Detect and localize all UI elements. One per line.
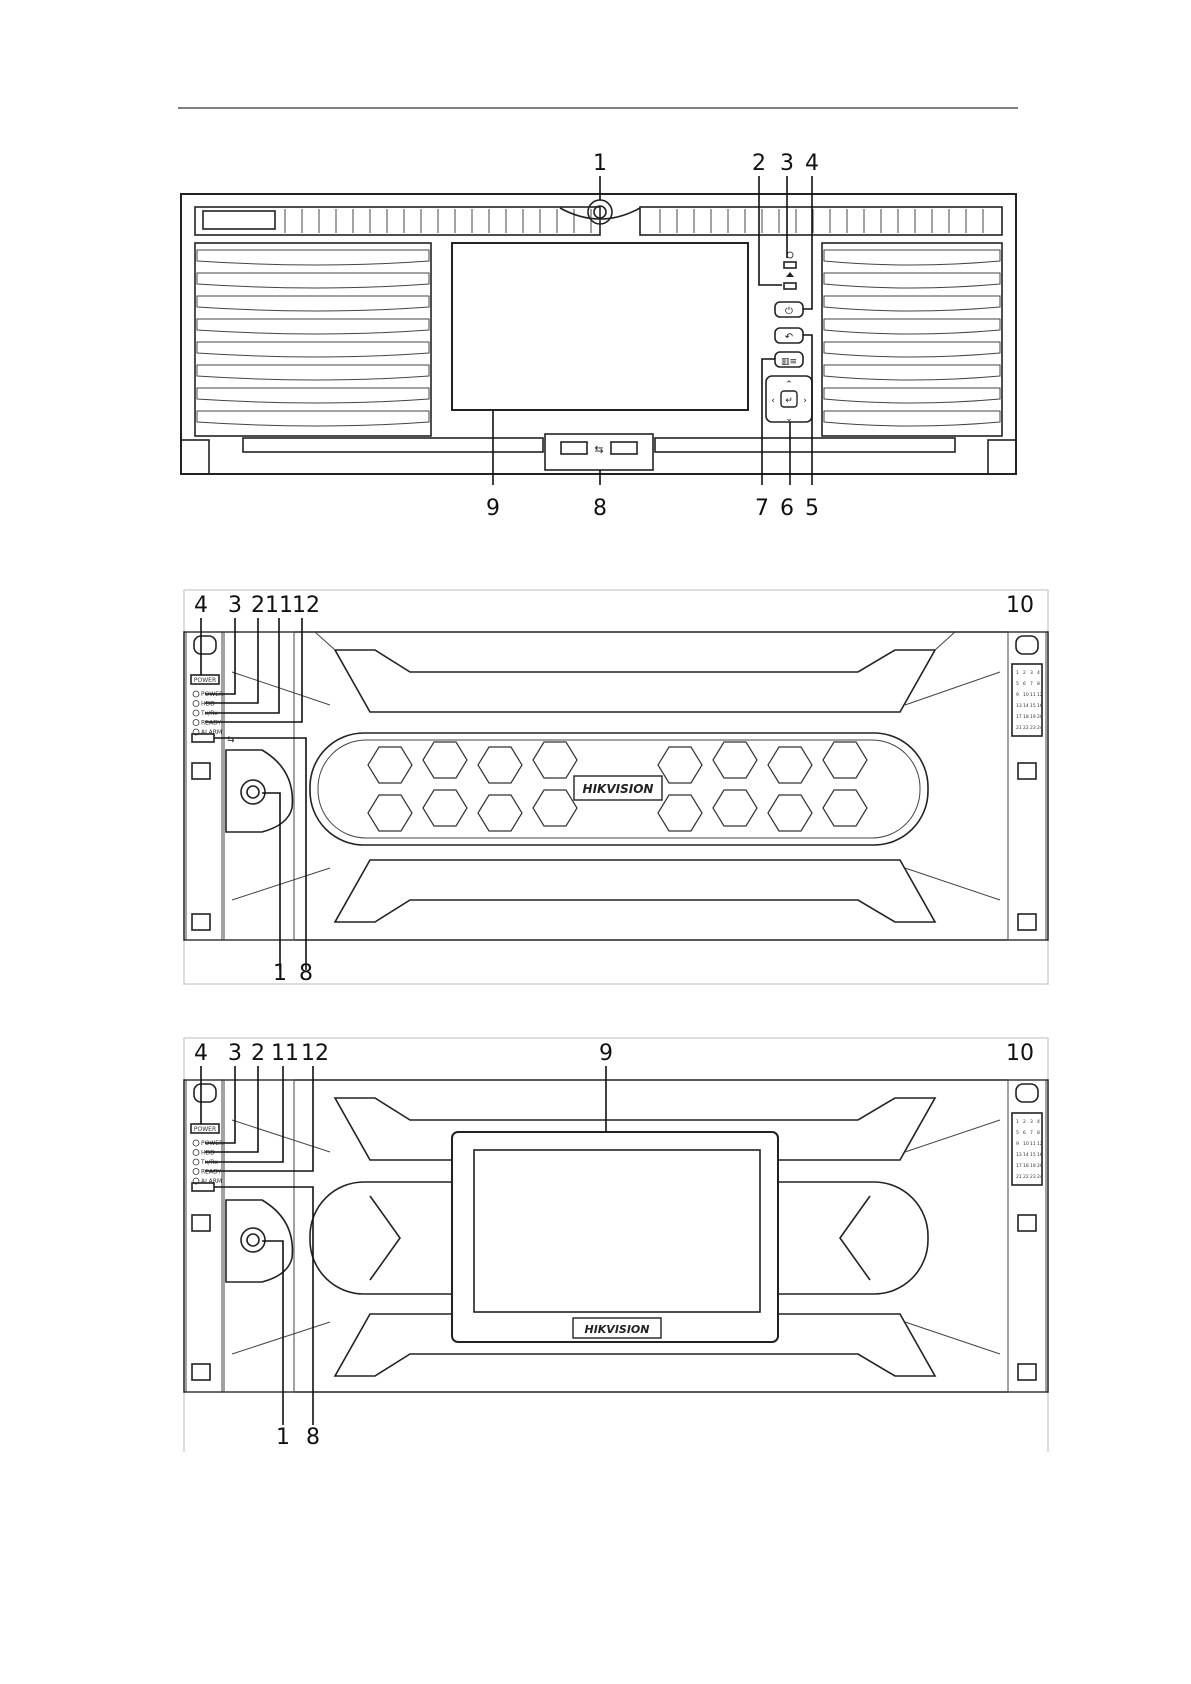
- bay-number: 15: [1030, 703, 1036, 709]
- bay-number: 16: [1037, 703, 1043, 709]
- fig2-callout-2: 2: [251, 593, 265, 618]
- bay-number: 18: [1023, 1163, 1029, 1169]
- fig3-callout-9: 9: [599, 1041, 613, 1066]
- fig2-callout-12: 12: [292, 593, 320, 618]
- bay-number: 17: [1016, 1163, 1022, 1169]
- fig2-power-button-label: POWER: [194, 677, 216, 684]
- bay-number: 20: [1037, 714, 1043, 720]
- figure1-front-panel: ⏻ ↶ ▥≡ ↵ ⌃ ⌄ ‹ › ⇆: [181, 194, 1016, 474]
- bay-number: 24: [1037, 1174, 1043, 1180]
- fig1-down-arrow-icon[interactable]: ⌄: [785, 414, 793, 424]
- bay-number: 14: [1023, 703, 1029, 709]
- fig2-usb-icon: ⇆: [227, 735, 235, 745]
- fig1-usb-icon: ⇆: [594, 443, 603, 456]
- fig1-callout-9: 9: [486, 496, 500, 521]
- bay-number: 19: [1030, 714, 1036, 720]
- bay-number: 4: [1037, 1119, 1040, 1125]
- fig2-callout-3: 3: [228, 593, 242, 618]
- fig3-callout-1: 1: [276, 1425, 290, 1450]
- fig1-callout-5: 5: [805, 496, 819, 521]
- bay-number: 23: [1030, 1174, 1036, 1180]
- bay-number: 11: [1030, 692, 1036, 698]
- bay-number: 19: [1030, 1163, 1036, 1169]
- bay-number: 22: [1023, 725, 1029, 731]
- fig1-up-arrow-icon[interactable]: ⌃: [785, 380, 793, 390]
- bay-number: 7: [1030, 681, 1033, 687]
- fig3-callout-3: 3: [228, 1041, 242, 1066]
- fig1-lcd-screen: [452, 243, 748, 410]
- fig1-callout-7: 7: [755, 496, 769, 521]
- fig1-enter-icon: ↵: [785, 396, 793, 406]
- bay-number: 6: [1023, 681, 1026, 687]
- fig3-callout-8: 8: [306, 1425, 320, 1450]
- bay-number: 5: [1016, 1130, 1019, 1136]
- bay-number: 2: [1023, 670, 1026, 676]
- fig1-callout-8: 8: [593, 496, 607, 521]
- bay-number: 9: [1016, 1141, 1019, 1147]
- bay-number: 8: [1037, 1130, 1040, 1136]
- fig2-callout-8: 8: [299, 961, 313, 986]
- fig3-callout-2: 2: [251, 1041, 265, 1066]
- fig2-callout-4: 4: [194, 593, 208, 618]
- bay-number: 12: [1037, 1141, 1043, 1147]
- fig2-callout-1: 1: [273, 961, 287, 986]
- bay-number: 1: [1016, 1119, 1019, 1125]
- bay-number: 15: [1030, 1152, 1036, 1158]
- bay-number: 5: [1016, 681, 1019, 687]
- fig3-callout-11: 11: [271, 1041, 299, 1066]
- bay-number: 9: [1016, 692, 1019, 698]
- fig3-callout-4: 4: [194, 1041, 208, 1066]
- bay-number: 21: [1016, 1174, 1022, 1180]
- fig1-callout-2: 2: [752, 151, 766, 176]
- fig2-callout-11: 11: [265, 593, 293, 618]
- bay-number: 3: [1030, 1119, 1033, 1125]
- led-label: ALARM: [201, 1178, 222, 1185]
- fig1-callout-6: 6: [780, 496, 794, 521]
- led-label: HDD: [201, 701, 215, 708]
- bay-number: 18: [1023, 714, 1029, 720]
- led-label: HDD: [201, 1150, 215, 1157]
- bay-number: 4: [1037, 670, 1040, 676]
- bay-number: 20: [1037, 1163, 1043, 1169]
- bay-number: 7: [1030, 1130, 1033, 1136]
- fig3-brand-logo: HIKVISION: [584, 1323, 649, 1336]
- led-label: ALARM: [201, 729, 222, 736]
- led-label: READY: [201, 720, 221, 727]
- fig1-callout-4: 4: [805, 151, 819, 176]
- bay-number: 10: [1023, 1141, 1029, 1147]
- fig1-callout-3: 3: [780, 151, 794, 176]
- fig3-power-button-label: POWER: [194, 1126, 216, 1133]
- fig2-brand-logo: HIKVISION: [583, 782, 654, 796]
- bay-number: 12: [1037, 692, 1043, 698]
- fig1-left-arrow-icon[interactable]: ‹: [771, 396, 775, 406]
- led-label: READY: [201, 1169, 221, 1176]
- bay-number: 24: [1037, 725, 1043, 731]
- bay-number: 2: [1023, 1119, 1026, 1125]
- bay-number: 23: [1030, 725, 1036, 731]
- fig3-callout-10: 10: [1006, 1041, 1034, 1066]
- bay-number: 8: [1037, 681, 1040, 687]
- fig1-menu-icon: ▥≡: [781, 357, 797, 367]
- fig1-power-symbol-icon: ⏻: [785, 306, 793, 317]
- bay-number: 1: [1016, 670, 1019, 676]
- fig1-back-icon: ↶: [785, 332, 793, 343]
- bay-number: 21: [1016, 725, 1022, 731]
- bay-number: 13: [1016, 703, 1022, 709]
- bay-number: 6: [1023, 1130, 1026, 1136]
- bay-number: 13: [1016, 1152, 1022, 1158]
- fig3-lcd-screen: [474, 1150, 760, 1312]
- bay-number: 16: [1037, 1152, 1043, 1158]
- bay-number: 3: [1030, 670, 1033, 676]
- fig1-right-arrow-icon[interactable]: ›: [803, 396, 807, 406]
- bay-number: 14: [1023, 1152, 1029, 1158]
- bay-number: 11: [1030, 1141, 1036, 1147]
- bay-number: 22: [1023, 1174, 1029, 1180]
- fig3-callout-12: 12: [301, 1041, 329, 1066]
- bay-number: 17: [1016, 714, 1022, 720]
- fig2-callout-10: 10: [1006, 593, 1034, 618]
- fig1-callout-1: 1: [593, 151, 607, 176]
- bay-number: 10: [1023, 692, 1029, 698]
